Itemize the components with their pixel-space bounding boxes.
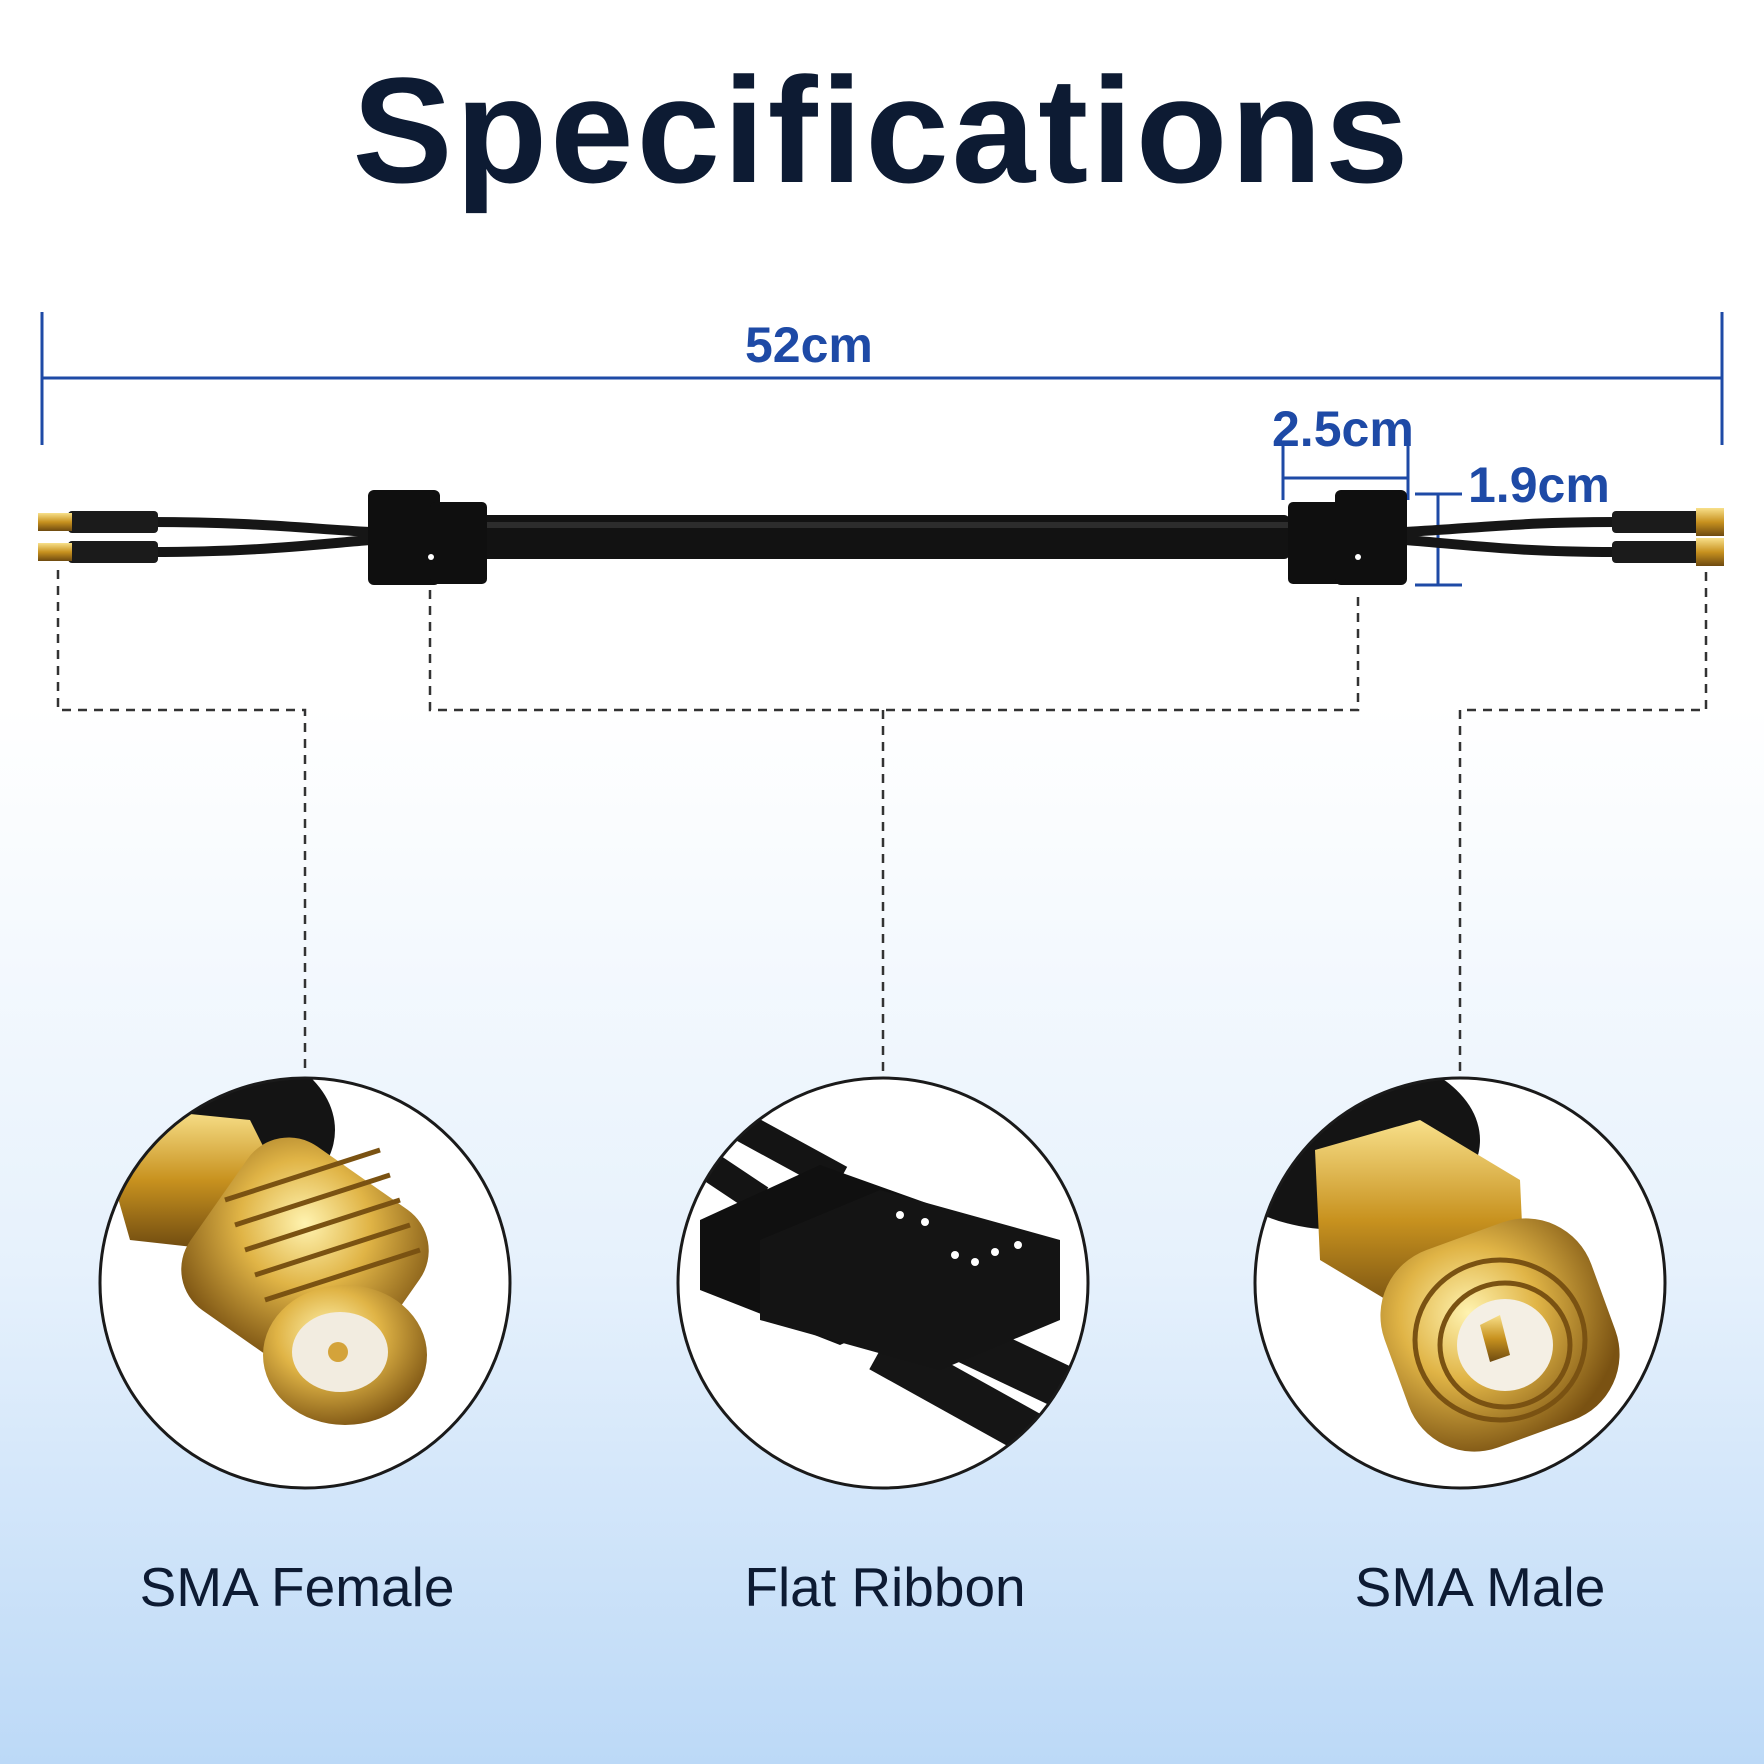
dimension-connector-width: 2.5cm (1272, 401, 1414, 457)
page-title: Specifications (352, 46, 1412, 214)
dimension-52cm (40, 312, 1724, 445)
dimension-2-5cm (1281, 444, 1410, 500)
label-sma-male: SMA Male (1354, 1556, 1606, 1618)
dimension-connector-height: 1.9cm (1468, 457, 1610, 513)
label-flat-ribbon: Flat Ribbon (744, 1556, 1026, 1618)
sma-male-connector-icon (1255, 1078, 1665, 1488)
flat-ribbon-cable-icon (678, 1078, 1088, 1488)
dimension-total-length: 52cm (745, 317, 873, 373)
leader-lines (56, 570, 1708, 1075)
sma-female-connector-icon (100, 1078, 510, 1488)
cable-assembly (38, 490, 1724, 585)
label-sma-female: SMA Female (139, 1556, 455, 1618)
